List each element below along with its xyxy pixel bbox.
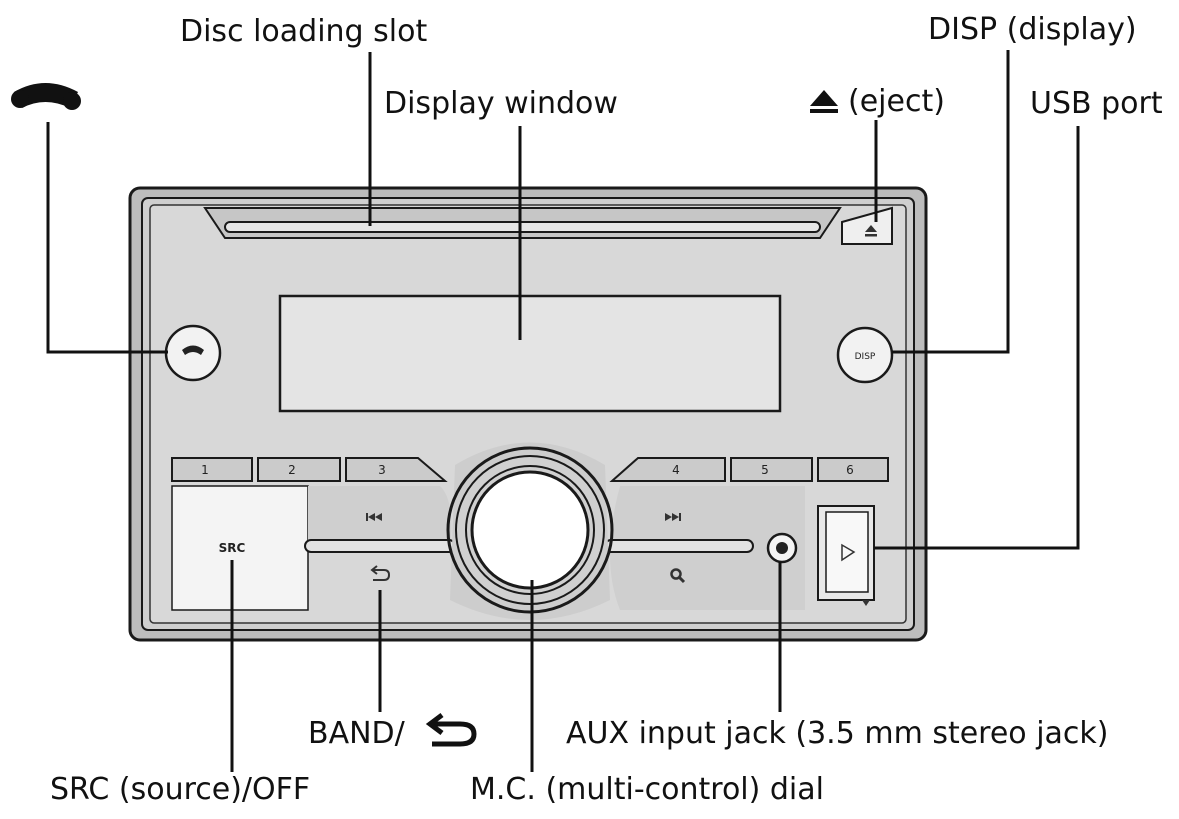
- back-arrow-icon: [373, 569, 391, 581]
- dial-ring-inner: [465, 465, 595, 595]
- src-button[interactable]: [171, 485, 309, 611]
- label-disp: DISP (display): [928, 12, 1137, 47]
- preset-button-5[interactable]: [730, 457, 813, 482]
- preset-button-2[interactable]: [257, 457, 341, 482]
- preset-button-4[interactable]: [609, 457, 726, 482]
- leader-usb: [874, 126, 1080, 550]
- label-aux: AUX input jack (3.5 mm stereo jack): [566, 716, 1109, 751]
- label-display-window: Display window: [384, 86, 618, 121]
- mc-dial[interactable]: [470, 470, 590, 590]
- preset-button-3[interactable]: [345, 457, 448, 482]
- preset-label-1: 1: [201, 463, 209, 477]
- phone-icon-earpiece: [11, 90, 29, 108]
- phone-button[interactable]: [164, 324, 222, 382]
- src-button-label: SRC: [219, 541, 246, 555]
- dial-ring-outer: [446, 446, 614, 614]
- leader-disp: [892, 50, 1010, 354]
- preset-label-3: 3: [378, 463, 386, 477]
- disp-button[interactable]: [836, 326, 894, 384]
- back-arrow-icon-head: [370, 565, 378, 575]
- label-mc-dial: M.C. (multi-control) dial: [470, 772, 824, 807]
- previous-track-icon[interactable]: [366, 513, 382, 521]
- preset-button-1[interactable]: [171, 457, 253, 482]
- eject-icon-bar: [865, 234, 877, 237]
- search-icon: [670, 568, 686, 584]
- preset-button-6[interactable]: [817, 457, 889, 482]
- band-label-back-icon: [432, 721, 477, 747]
- usb-cover-arrow-icon: [862, 600, 870, 606]
- label-eject: (eject): [848, 84, 945, 119]
- preset-label-4: 4: [672, 463, 680, 477]
- phone-button-icon: [182, 345, 204, 355]
- aux-jack-hole: [776, 542, 788, 554]
- phone-icon-mouthpiece: [63, 92, 81, 110]
- leader-lines: [46, 50, 1080, 772]
- label-disc-slot: Disc loading slot: [180, 14, 428, 49]
- usb-port[interactable]: [825, 511, 869, 593]
- disc-slot[interactable]: [224, 221, 821, 233]
- leader-phone: [46, 122, 168, 354]
- eject-label-icon: [810, 90, 838, 106]
- search-rocker[interactable]: [604, 539, 754, 553]
- label-src: SRC (source)/OFF: [50, 772, 311, 807]
- usb-icon: [841, 543, 856, 562]
- disp-button-label: DISP: [855, 352, 876, 362]
- phone-icon: [14, 83, 78, 108]
- preset-label-5: 5: [761, 463, 769, 477]
- label-band: BAND/: [308, 716, 405, 751]
- display-window: [278, 294, 782, 413]
- band-back-rocker[interactable]: [304, 539, 456, 553]
- eject-label-icon-bar: [810, 109, 838, 113]
- next-track-icon[interactable]: [665, 513, 681, 521]
- eject-icon: [865, 225, 877, 232]
- band-label-back-icon-head: [425, 713, 444, 735]
- label-usb-port: USB port: [1030, 86, 1163, 121]
- preset-label-2: 2: [288, 463, 296, 477]
- preset-label-6: 6: [846, 463, 854, 477]
